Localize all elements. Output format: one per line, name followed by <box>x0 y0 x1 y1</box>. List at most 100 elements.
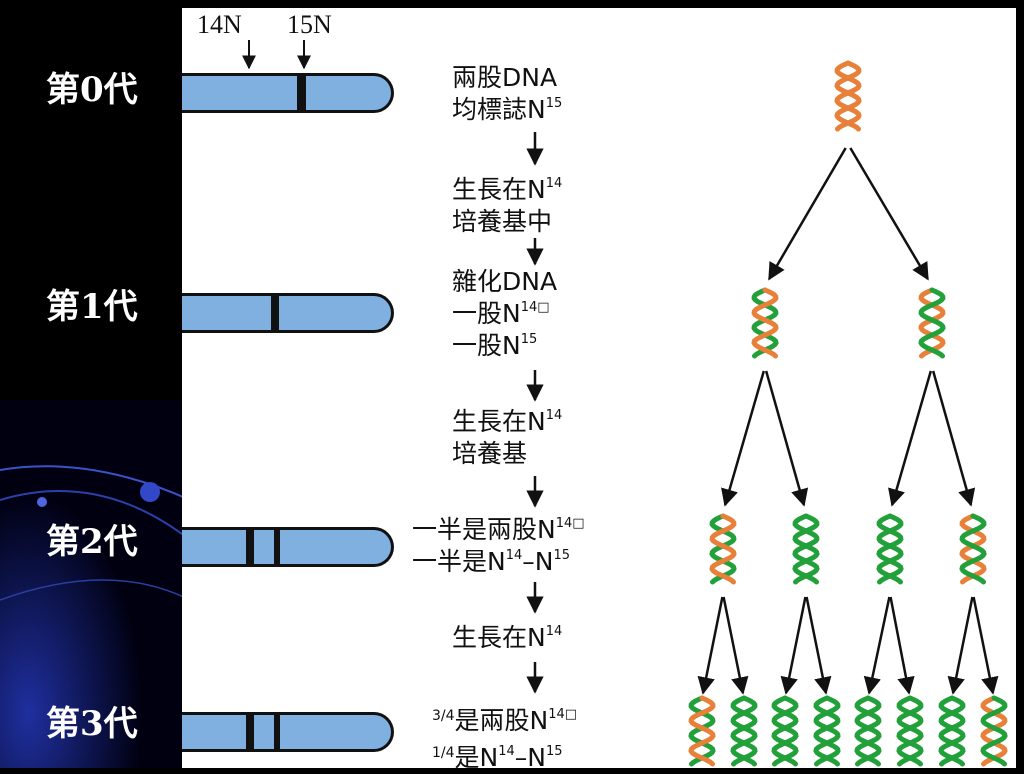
replication-arrow <box>849 147 929 281</box>
replication-arrow <box>947 596 974 695</box>
strand-14n <box>896 695 924 767</box>
strand-14n <box>792 513 820 585</box>
dna-helix <box>896 695 924 767</box>
strand-14n <box>896 695 924 767</box>
dna-helix <box>813 695 841 767</box>
dna-helix <box>730 695 758 767</box>
dna-helix <box>709 513 737 585</box>
dna-helix <box>688 695 716 767</box>
dna-helix <box>918 287 946 359</box>
strand-14n <box>709 513 737 585</box>
replication-arrow <box>722 596 749 695</box>
step-line: 培養基中 <box>452 207 553 236</box>
dna-helix <box>959 513 987 585</box>
replication-arrow <box>764 370 809 507</box>
replication-arrow <box>768 147 847 281</box>
generation-label-3: 第3代 <box>46 704 138 744</box>
step-line: 兩股DNA <box>452 63 558 92</box>
figure-panel <box>182 8 1016 768</box>
step-line: 生長在N14 <box>452 175 563 204</box>
strand-14n <box>959 513 987 585</box>
replication-arrow <box>863 596 891 695</box>
step-grow-14n-3: 生長在N14 <box>452 622 562 654</box>
strand-14n <box>980 695 1008 767</box>
decor-dot <box>37 497 47 507</box>
step-gen3-result: 3/4是兩股N14□ 1/4是N14–N15 <box>432 700 577 774</box>
strand-14n <box>938 695 966 767</box>
marker-15n-label: 15N <box>287 10 332 39</box>
strand-14n <box>876 513 904 585</box>
step-grow-14n-2: 生長在N14 培養基 <box>452 406 562 470</box>
step-line: 一股N14□ <box>452 299 550 328</box>
step-line: 生長在N14 <box>452 407 563 436</box>
step-line: 一股N15 <box>452 331 538 360</box>
strand-15n <box>834 60 862 132</box>
generation-label-1: 第1代 <box>46 287 138 327</box>
strand-15n <box>709 513 737 585</box>
dna-band-14n <box>246 530 254 564</box>
dna-band-hybrid <box>274 530 280 564</box>
marker-14n-label: 14N <box>197 10 242 39</box>
step-line: 生長在N14 <box>452 623 563 652</box>
step-grow-14n-1: 生長在N14 培養基中 <box>452 174 562 238</box>
strand-14n <box>771 695 799 767</box>
replication-arrow <box>931 370 976 507</box>
dna-helix <box>792 513 820 585</box>
replication-arrow <box>888 370 933 507</box>
dna-helix <box>751 287 779 359</box>
strand-14n <box>771 695 799 767</box>
step-line: 一半是兩股N14□ <box>412 515 585 544</box>
step-gen2-result: 一半是兩股N14□ 一半是N14–N15 <box>412 514 585 578</box>
strand-15n <box>959 513 987 585</box>
strand-14n <box>730 695 758 767</box>
strand-14n <box>730 695 758 767</box>
strand-15n <box>688 695 716 767</box>
centrifuge-tube-gen1 <box>182 293 394 333</box>
step-line: 一半是N14–N15 <box>412 547 570 576</box>
replication-arrow <box>780 596 807 695</box>
replication-arrow <box>889 596 915 695</box>
strand-14n <box>854 695 882 767</box>
centrifuge-tube-gen3 <box>182 712 394 752</box>
replication-arrow <box>805 596 832 695</box>
dna-band-15n <box>297 76 306 110</box>
dna-helix <box>876 513 904 585</box>
strand-14n <box>688 695 716 767</box>
centrifuge-tube-gen2 <box>182 527 394 567</box>
strand-14n <box>938 695 966 767</box>
step-hybrid-dna: 雜化DNA 一股N14□ 一股N15 <box>452 266 557 362</box>
dna-helix <box>854 695 882 767</box>
dna-helix <box>771 695 799 767</box>
replication-arrow <box>721 370 766 507</box>
strand-14n <box>751 287 779 359</box>
dna-helix <box>938 695 966 767</box>
step-line: 3/4是兩股N14□ <box>432 706 578 735</box>
replication-tree <box>688 60 1008 767</box>
generation-label-0: 第0代 <box>46 70 138 110</box>
decor-dot <box>140 482 160 502</box>
strand-15n <box>751 287 779 359</box>
dna-helix <box>980 695 1008 767</box>
step-line: 均標誌N15 <box>452 95 563 124</box>
step-line: 1/4是N14–N15 <box>432 743 563 772</box>
strand-14n <box>876 513 904 585</box>
strand-14n <box>813 695 841 767</box>
strand-15n <box>980 695 1008 767</box>
dna-helix <box>834 60 862 132</box>
generation-label-2: 第2代 <box>46 522 138 562</box>
strand-15n <box>918 287 946 359</box>
strand-14n <box>854 695 882 767</box>
strand-14n <box>813 695 841 767</box>
step-parent-dna: 兩股DNA 均標誌N15 <box>452 62 562 126</box>
strand-15n <box>834 60 862 132</box>
dna-band-14n <box>246 715 254 749</box>
replication-arrow <box>697 596 724 695</box>
strand-14n <box>792 513 820 585</box>
step-line: 培養基 <box>452 439 528 468</box>
step-line: 雜化DNA <box>452 267 558 296</box>
dna-band-hybrid <box>271 296 279 330</box>
strand-14n <box>918 287 946 359</box>
centrifuge-tube-gen0 <box>182 73 394 113</box>
dna-band-hybrid <box>274 715 280 749</box>
